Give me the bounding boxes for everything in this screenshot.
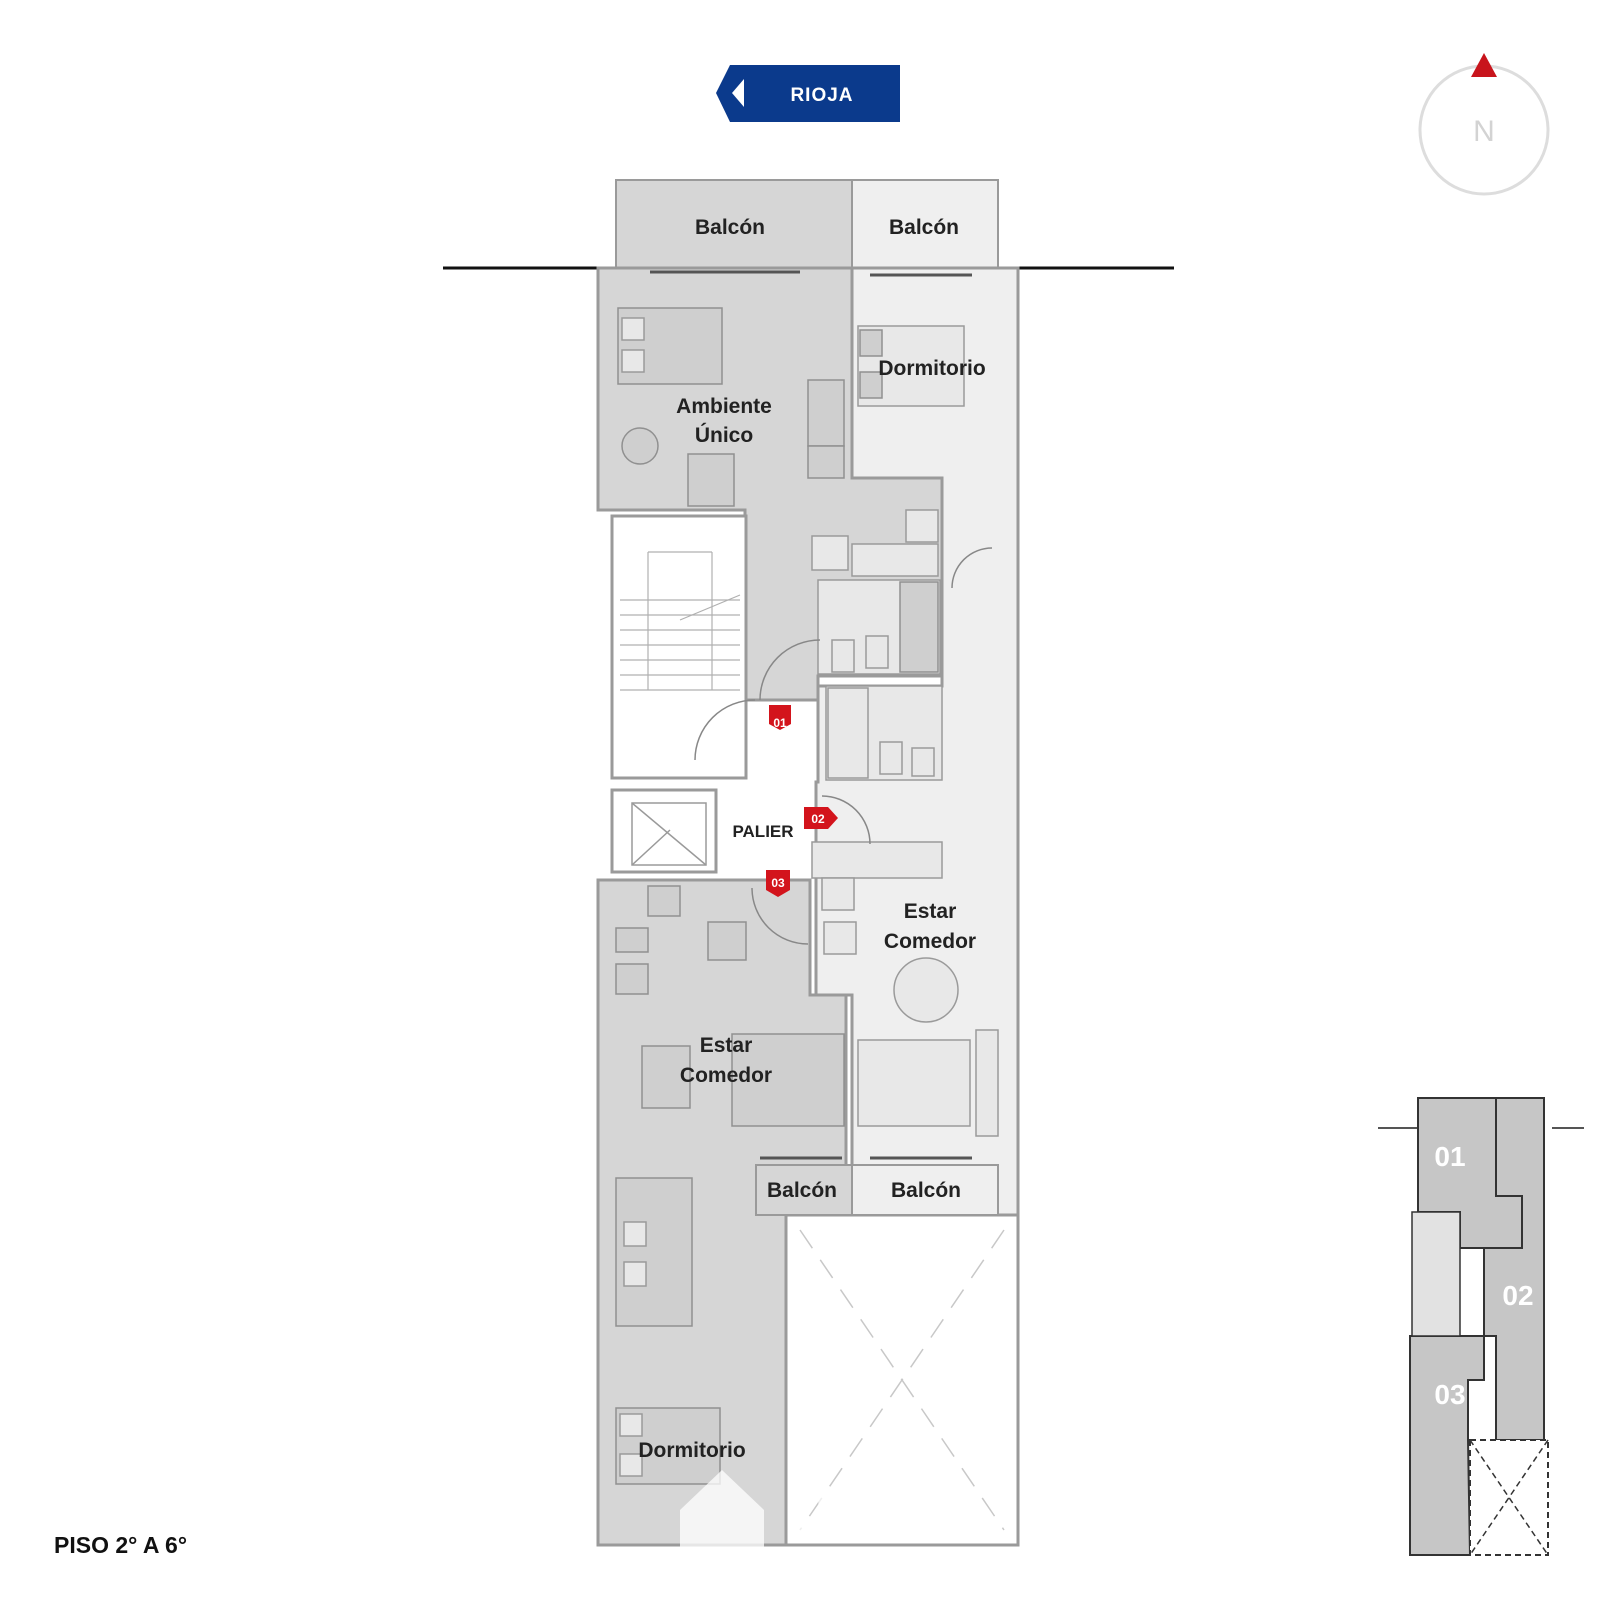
patio-cross-2 xyxy=(799,1229,1005,1531)
key-plan-common xyxy=(1411,1211,1461,1337)
door-swings xyxy=(694,547,993,945)
bidet-icon xyxy=(623,1261,647,1287)
house-logo-icon xyxy=(680,1470,764,1560)
room-label-balcon-bottom-right: Balcón xyxy=(891,1179,961,1202)
sink-icon xyxy=(851,543,939,577)
key-plan-label-02: 02 xyxy=(1502,1280,1533,1311)
street-sign-arrow-shape xyxy=(716,65,900,122)
unit-marker-02: 02 xyxy=(804,807,838,829)
sofa-icon xyxy=(857,1039,971,1127)
watermark: UNO PROPIEDADES xyxy=(680,1470,932,1560)
sink-icon xyxy=(823,921,857,955)
bathroom-area xyxy=(615,1177,693,1327)
key-plan-label-03: 03 xyxy=(1434,1379,1465,1410)
armchair-icon xyxy=(621,427,659,465)
dining-table-icon xyxy=(641,1045,691,1109)
unit-01-furniture xyxy=(617,307,941,675)
unit-marker-01-label: 01 xyxy=(773,716,787,730)
room-label-dormitorio-03: Dormitorio xyxy=(638,1439,745,1462)
watermark-brand: UNO xyxy=(787,1480,932,1547)
key-plan-unit-03 xyxy=(1409,1335,1485,1556)
room-label-balcon-top-right: Balcón xyxy=(889,216,959,239)
room-label-estar-02-line2: Comedor xyxy=(884,930,976,953)
floor-title: PISO 2° A 6° xyxy=(54,1532,187,1558)
fridge-icon xyxy=(811,535,849,571)
toilet-icon xyxy=(623,1221,647,1247)
unit-02-furniture xyxy=(811,325,999,1137)
washer-icon xyxy=(615,963,649,995)
unit-marker-02-label: 02 xyxy=(811,812,825,826)
kitchen-counter-icon xyxy=(807,445,845,479)
stove-icon xyxy=(821,877,855,911)
room-label-estar-02-line1: Estar xyxy=(904,900,957,923)
elevator-cabin xyxy=(631,802,707,866)
bidet-icon xyxy=(911,747,935,777)
stove-icon xyxy=(647,885,681,917)
room-label-palier: PALIER xyxy=(732,822,793,841)
stair-steps xyxy=(620,551,741,691)
unit-03-furniture xyxy=(615,885,845,1485)
room-label-dormitorio-02: Dormitorio xyxy=(878,357,985,380)
dining-table-icon xyxy=(687,453,735,507)
shower-icon xyxy=(827,687,869,779)
toilet-icon xyxy=(879,741,903,775)
key-plan: 01 02 03 xyxy=(1378,1097,1584,1556)
wardrobe-icon xyxy=(807,379,845,447)
left-arrow-icon xyxy=(732,79,744,107)
stair-core xyxy=(610,514,748,780)
room-label-balcon-bottom-left: Balcón xyxy=(767,1179,837,1202)
sofa-icon xyxy=(731,1033,845,1127)
wardrobe-icon xyxy=(975,1029,999,1137)
watermark-subtitle: PROPIEDADES xyxy=(797,1544,924,1559)
balcony-top-right xyxy=(851,179,999,269)
room-label-balcon-top-left: Balcón xyxy=(695,216,765,239)
compass: N xyxy=(1418,53,1550,196)
compass-label: N xyxy=(1473,115,1495,148)
unit-marker-03-label: 03 xyxy=(771,876,785,890)
stove-icon xyxy=(905,509,939,543)
fridge-icon xyxy=(707,921,747,961)
unit-marker-01: 01 xyxy=(769,705,791,730)
room-label-ambiente-line1: Ambiente xyxy=(676,395,772,418)
balcony-bottom-right xyxy=(851,1164,999,1216)
street-name: RIOJA xyxy=(790,85,853,106)
kitchen-counter-icon xyxy=(811,841,943,879)
room-label-estar-03-line2: Comedor xyxy=(680,1064,772,1087)
room-label-ambiente-line2: Único xyxy=(695,423,753,447)
sink-icon xyxy=(615,927,649,953)
dining-table-icon xyxy=(893,957,959,1023)
north-arrow-icon xyxy=(1471,53,1497,77)
toilet-icon xyxy=(831,639,855,673)
street-sign: RIOJA xyxy=(716,65,900,122)
bidet-icon xyxy=(865,635,889,669)
room-label-estar-03-line1: Estar xyxy=(700,1034,753,1057)
shower-icon xyxy=(899,581,939,673)
key-plan-label-01: 01 xyxy=(1434,1141,1465,1172)
unit-marker-03: 03 xyxy=(766,870,790,897)
